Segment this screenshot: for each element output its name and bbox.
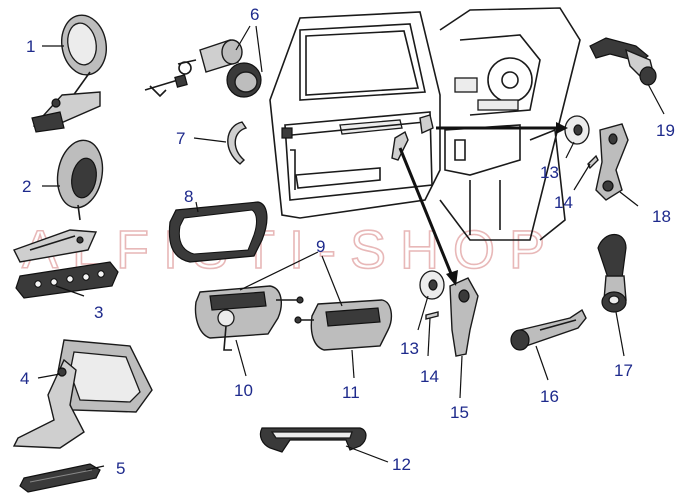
- label-part-18: 18: [652, 207, 671, 226]
- label-part-12: 12: [392, 455, 411, 474]
- part-7-clip: [227, 121, 248, 165]
- label-part-14-lower: 14: [420, 367, 439, 386]
- label-part-6: 6: [250, 5, 259, 24]
- label-part-13-upper: 13: [540, 163, 559, 182]
- part-13-washer-lower: [419, 270, 445, 300]
- label-part-5: 5: [116, 459, 125, 478]
- part-15-lever: [449, 277, 479, 357]
- label-part-7: 7: [176, 129, 185, 148]
- part-14-pin-upper: [587, 154, 599, 170]
- part-18-bracket: [595, 123, 629, 201]
- part-8-gasket: [168, 201, 268, 263]
- door-illustration: [269, 7, 581, 241]
- label-part-14-upper: 14: [554, 193, 573, 212]
- label-part-16: 16: [540, 387, 559, 406]
- part-12-armrest: [259, 427, 367, 453]
- part-19-handle-assembly: [589, 37, 657, 86]
- leader-lines: [37, 25, 665, 471]
- label-part-17: 17: [614, 361, 633, 380]
- part-1-mirror: [31, 14, 107, 133]
- part-14-pin-lower: [425, 311, 439, 320]
- label-part-4: 4: [20, 369, 29, 388]
- label-part-19: 19: [656, 121, 675, 140]
- part-5-gasket: [19, 463, 101, 493]
- part-17-crank: [597, 233, 627, 313]
- label-part-1: 1: [26, 37, 35, 56]
- part-10-handle: [194, 285, 304, 351]
- part-4-mirror: [12, 339, 153, 449]
- label-part-8: 8: [184, 187, 193, 206]
- part-6-lock: [144, 39, 262, 98]
- part-16-crank: [510, 308, 587, 351]
- part-3-gasket: [15, 261, 119, 299]
- label-part-2: 2: [22, 177, 31, 196]
- part-13-washer-upper: [564, 115, 590, 145]
- part-11-handle: [294, 299, 393, 351]
- label-part-9: 9: [316, 237, 325, 256]
- part-2-mirror: [13, 139, 104, 263]
- label-part-11: 11: [342, 383, 360, 402]
- label-part-13-lower: 13: [400, 339, 419, 358]
- label-part-15: 15: [450, 403, 469, 422]
- part-number-labels: 1 2 3 4 5 6 7 8 9 10 11 12 13 14 13 14 1…: [20, 5, 675, 478]
- pointer-arrows: [398, 122, 568, 286]
- label-part-3: 3: [94, 303, 103, 322]
- label-part-10: 10: [234, 381, 253, 400]
